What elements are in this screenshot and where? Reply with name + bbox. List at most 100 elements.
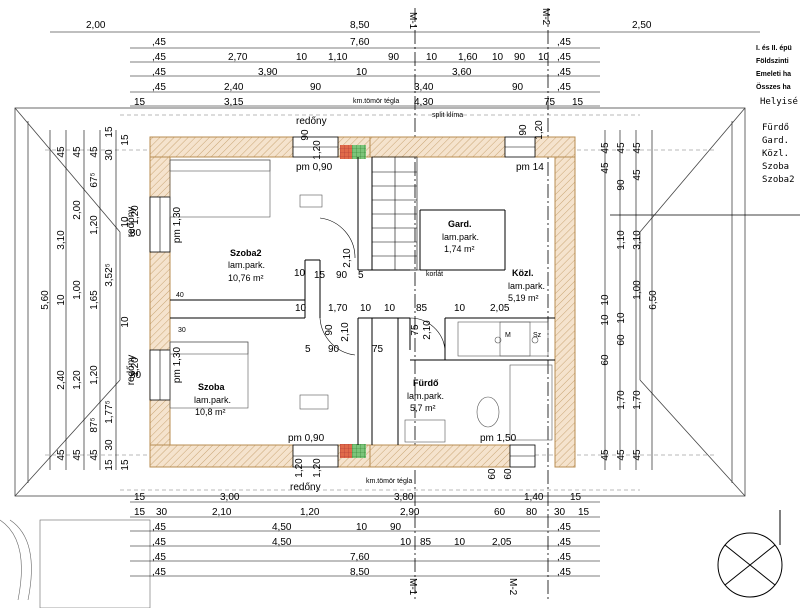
left-dim-c5-b: 15: [104, 126, 115, 138]
left-dim-c4-b: 67⁵: [89, 172, 100, 187]
bottom-dim-1-b: 3,00: [220, 492, 240, 503]
area-legend: I. és II. épü Földszinti Emeleti ha Össz…: [756, 45, 798, 185]
int-dim-pm-top: pm 0,90: [296, 162, 333, 173]
top-dim-3-h: 10: [492, 52, 504, 63]
bottom-dim-1-d: 1,40: [524, 492, 544, 503]
section-top-left: M-1: [407, 12, 418, 30]
dimension-lines: [49, 31, 760, 577]
bottom-dim-6-c: ,45: [557, 567, 571, 578]
left-dim-c4-d: 1,65: [89, 290, 100, 310]
room-name: Közl.: [512, 268, 534, 278]
bottom-dim-2-c: 2,10: [212, 507, 232, 518]
top-dim-2-a: ,45: [152, 37, 166, 48]
right-dim-c1-b: 45: [632, 169, 643, 181]
int-dim-v: 1,20: [130, 205, 141, 225]
bottom-dim-2-e: 2,90: [400, 507, 420, 518]
top-dim-5-d: 3,40: [414, 82, 434, 93]
left-dim-c5-f: 30: [104, 439, 115, 451]
top-dim-3-g: 1,60: [458, 52, 478, 63]
int-dim-ac: 10: [294, 268, 306, 279]
top-dim-3-e: 90: [388, 52, 400, 63]
bottom-dim-2-a: 15: [134, 507, 146, 518]
left-dim-c3-b: 2,00: [72, 200, 83, 220]
room-name: Szoba: [198, 382, 225, 392]
int-dim-pm-right: pm 14: [516, 162, 544, 173]
legend-item-5: Szoba2: [762, 175, 795, 185]
room-area: 5,7 m²: [410, 403, 436, 413]
left-dim-c6-a: 15: [120, 134, 131, 146]
left-dim-c2-d: 2,40: [56, 370, 67, 390]
int-dim-ad: 10: [360, 303, 372, 314]
int-dim-m: 75: [372, 344, 384, 355]
room-kozl: Közl. lam.park. 5,19 m²: [508, 268, 545, 303]
left-dim-c5-a: 30: [104, 149, 115, 161]
top-dim-6-e: 15: [572, 97, 584, 108]
chimney-brick-top-red: [340, 145, 352, 159]
top-dim-3-f: 10: [426, 52, 438, 63]
left-dim-c2-e: 45: [56, 449, 67, 461]
door-swings: [319, 217, 446, 356]
room-area: 5,19 m²: [508, 293, 539, 303]
chimney-brick-bottom-red: [340, 444, 352, 458]
top-dim-1-c: 2,50: [632, 20, 652, 31]
room-floor: lam.park.: [442, 232, 479, 242]
right-dim-c3-a: 45: [600, 142, 611, 154]
room-gard: Gard. lam.park. 1,74 m²: [442, 219, 479, 254]
top-dim-5-a: ,45: [152, 82, 166, 93]
bottom-dim-4-g: ,45: [557, 537, 571, 548]
furniture: [169, 159, 553, 443]
right-dim-c1-d: 1,00: [632, 280, 643, 300]
top-dim-4-a: ,45: [152, 67, 166, 78]
bottom-dim-2-b: 30: [156, 507, 168, 518]
bottom-dim-4-f: 2,05: [492, 537, 512, 548]
redony-left-bottom-label: redőny: [126, 355, 137, 386]
int-dim-door-2: 2,10: [340, 322, 351, 342]
split-klima-label: split klíma: [432, 112, 463, 119]
left-dim-c2-a: 45: [56, 146, 67, 158]
int-dim-ab: 30: [178, 327, 186, 334]
left-dim-c4-f: 87⁵: [89, 417, 100, 432]
int-dim-h: 10: [454, 303, 466, 314]
chimney-brick-bottom-green: [352, 444, 366, 458]
left-dim-c3-a: 45: [72, 146, 83, 158]
right-dim-c3-d: 10: [600, 314, 611, 326]
int-dim-aa: 40: [176, 292, 184, 299]
redony-top-label: redőny: [296, 116, 327, 127]
right-dim-c3-c: 10: [600, 294, 611, 306]
top-dim-6-c: 4,30: [414, 97, 434, 108]
int-dim-k: 5: [305, 344, 311, 355]
bottom-dim-6-b: 8,50: [350, 567, 370, 578]
int-dim-p: 1,20: [312, 458, 323, 478]
int-dim-b: 90: [336, 270, 348, 281]
int-dim-w: 90: [518, 124, 529, 136]
right-dim-c2-b: 90: [616, 179, 627, 191]
right-dim-c2-a: 45: [616, 142, 627, 154]
staircase: [370, 156, 430, 271]
exterior-steps: [0, 519, 151, 608]
right-dim-c2-e: 60: [616, 334, 627, 346]
bottom-dim-5-a: ,45: [152, 552, 166, 563]
section-bottom-right: M-2: [507, 578, 518, 596]
left-dim-c4-c: 1,20: [89, 215, 100, 235]
bottom-dim-4-a: ,45: [152, 537, 166, 548]
bottom-dim-4-e: 10: [454, 537, 466, 548]
int-dim-y: 80: [130, 228, 142, 239]
top-dim-4-b: 3,90: [258, 67, 278, 78]
room-floor: lam.park.: [194, 395, 231, 405]
fridge-m-label: M: [505, 332, 511, 339]
left-dim-c3-e: 45: [72, 449, 83, 461]
int-dim-q: 1,20: [294, 458, 305, 478]
top-dim-4-e: ,45: [557, 67, 571, 78]
int-dim-o: 1,20: [312, 140, 323, 160]
bottom-dim-1-e: 15: [570, 492, 582, 503]
int-dim-f: 10: [384, 303, 396, 314]
left-dim-c5-d: 1,77⁵: [104, 400, 115, 424]
fridge-sz-label: Sz: [533, 332, 542, 339]
left-dim-c6-c: 10: [120, 316, 131, 328]
bottom-dim-3-d: 90: [390, 522, 402, 533]
legend-header: Helyisé: [760, 96, 798, 107]
bottom-dim-3-e: ,45: [557, 522, 571, 533]
int-dim-door-3: 2,10: [422, 320, 433, 340]
